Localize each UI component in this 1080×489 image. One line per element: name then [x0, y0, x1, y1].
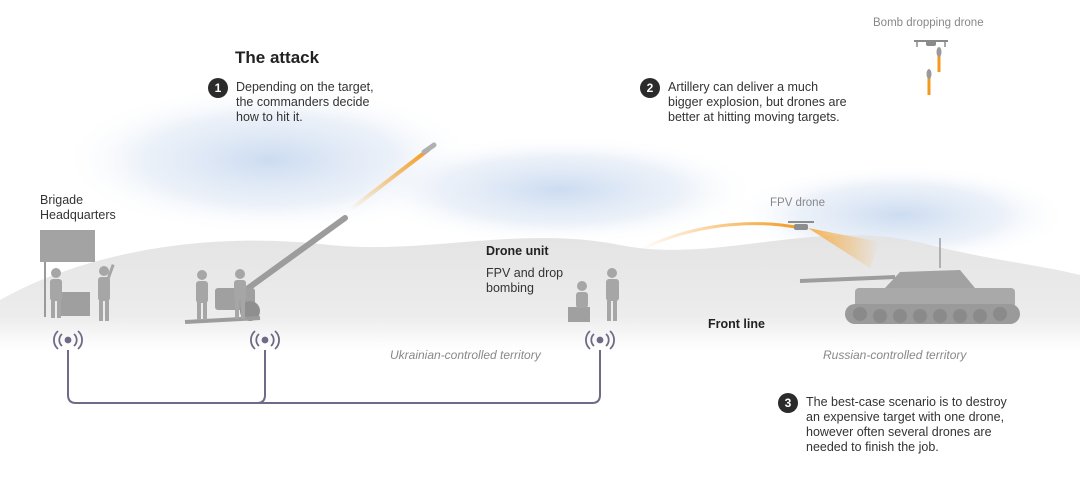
hq-table — [58, 292, 90, 316]
radio-signal-icon — [585, 330, 615, 350]
step-number-badge: 1 — [208, 78, 228, 98]
howitzer — [184, 215, 348, 324]
comms-link — [67, 350, 601, 404]
soldier-silhouette — [576, 281, 588, 308]
drone-unit-label: Drone unit — [486, 244, 549, 258]
step-3: 3 The best-case scenario is to destroy a… — [778, 393, 1013, 455]
shell-trail — [348, 148, 430, 212]
drone-unit-crate — [568, 307, 590, 322]
ukrainian-territory-label: Ukrainian-controlled territory — [390, 348, 541, 362]
bomb-drone-label: Bomb dropping drone — [873, 17, 984, 29]
step-text: Artillery can deliver a much bigger expl… — [668, 80, 847, 124]
front-line-label: Front line — [708, 317, 765, 331]
fpv-beam — [808, 228, 880, 268]
hq-board-post — [44, 262, 46, 317]
step-1: 1 Depending on the target, the commander… — [208, 78, 388, 125]
tank — [799, 238, 1020, 324]
fpv-drone — [788, 221, 814, 230]
step-text: Depending on the target, the commanders … — [236, 80, 374, 124]
drone-unit-description: FPV and drop bombing — [486, 266, 564, 295]
comms-link — [256, 350, 266, 404]
russian-territory-label: Russian-controlled territory — [823, 348, 967, 362]
fpv-drone-label: FPV drone — [770, 197, 825, 209]
fpv-arc — [639, 222, 801, 252]
step-number-badge: 2 — [640, 78, 660, 98]
sky-cloud — [360, 135, 760, 245]
shell — [421, 142, 437, 155]
bomb — [926, 69, 932, 79]
soldier-silhouette — [50, 268, 62, 318]
step-text: The best-case scenario is to destroy an … — [806, 395, 1007, 454]
diagram-title: The attack — [235, 48, 320, 67]
bomb — [936, 47, 942, 57]
quadcopter-drone — [914, 40, 948, 47]
ground — [0, 235, 1080, 350]
hq-board — [40, 230, 95, 262]
soldier-silhouette — [98, 264, 115, 321]
soldier-silhouette — [606, 268, 619, 321]
brigade-hq-label: Brigade Headquarters — [40, 193, 116, 222]
radio-signal-icon — [250, 330, 280, 350]
step-2: 2 Artillery can deliver a much bigger ex… — [640, 78, 850, 125]
radio-signal-icon — [53, 330, 83, 350]
step-number-badge: 3 — [778, 393, 798, 413]
